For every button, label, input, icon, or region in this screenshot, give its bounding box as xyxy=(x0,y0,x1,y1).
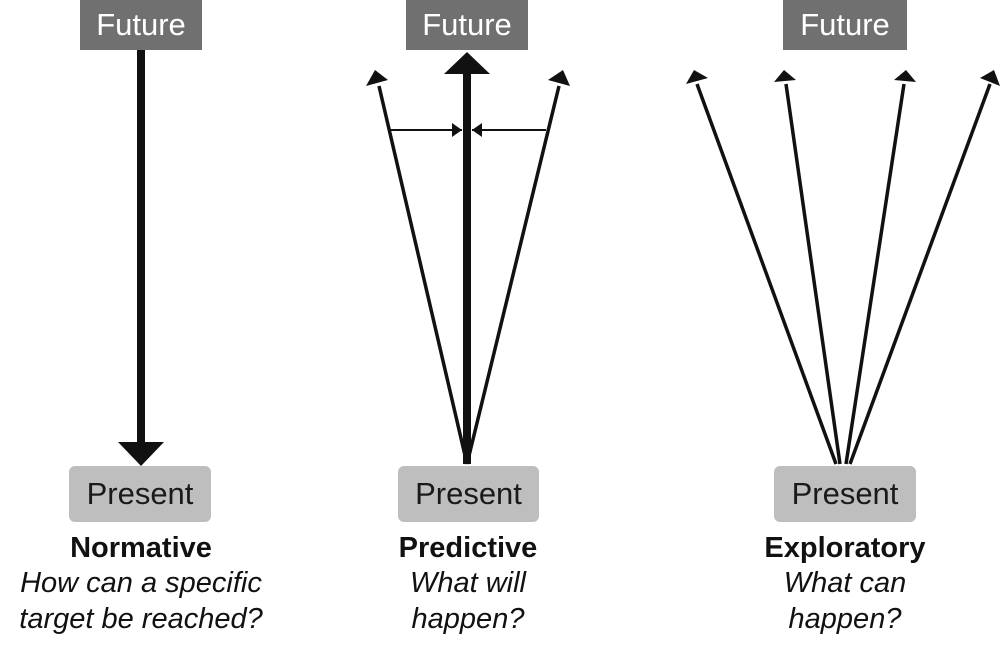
exploratory-future-box: Future xyxy=(783,0,907,50)
normative-present-box: Present xyxy=(69,466,211,522)
predictive-question-line1: What will xyxy=(409,567,526,599)
exploratory-title: Exploratory xyxy=(764,532,926,564)
normative-question-line1: How can a specific xyxy=(20,567,262,599)
predictive-caption: Predictive What will happen? xyxy=(348,531,588,637)
normative-future-box: Future xyxy=(80,0,202,50)
future-label: Future xyxy=(422,7,512,42)
predictive-question-line2: happen? xyxy=(411,603,525,635)
predictive-title: Predictive xyxy=(398,532,538,564)
predictive-present-box: Present xyxy=(398,466,539,522)
normative-title: Normative xyxy=(70,532,212,564)
present-label: Present xyxy=(791,476,899,511)
future-label: Future xyxy=(96,7,186,42)
exploratory-caption: Exploratory What can happen? xyxy=(720,531,970,637)
predictive-future-box: Future xyxy=(406,0,528,50)
exploratory-question-line1: What can xyxy=(783,567,907,599)
exploratory-present-box: Present xyxy=(774,466,916,522)
exploratory-arrows xyxy=(686,70,1000,465)
present-label: Present xyxy=(415,476,522,511)
normative-question-line2: target be reached? xyxy=(19,603,263,635)
predictive-arrows xyxy=(366,52,570,465)
normative-arrow xyxy=(118,50,164,466)
future-label: Future xyxy=(800,7,890,42)
normative-caption: Normative How can a specific target be r… xyxy=(0,531,282,637)
exploratory-question-line2: happen? xyxy=(788,603,902,635)
present-label: Present xyxy=(86,476,194,511)
